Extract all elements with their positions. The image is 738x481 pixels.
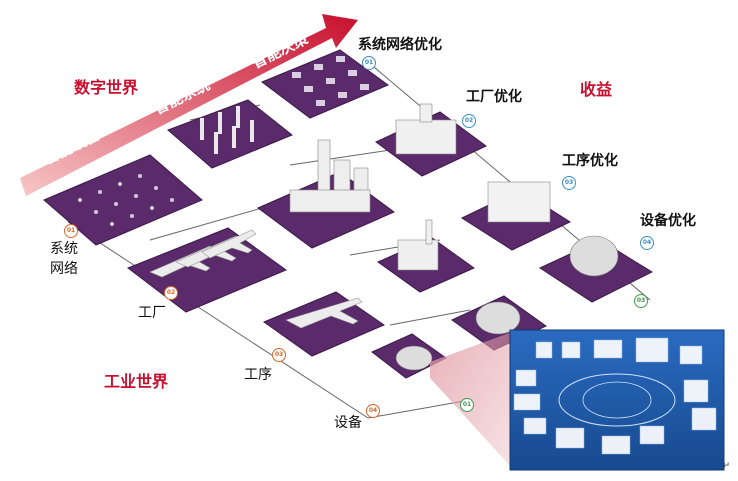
badge-left-1: 01 <box>64 224 78 238</box>
system-pillars <box>200 106 254 154</box>
left-network-label-line2: 网络 <box>50 261 78 277</box>
power-plant <box>289 139 371 213</box>
benefit-label: 收益 <box>580 80 613 99</box>
platform-network-decisions <box>260 49 390 119</box>
left-process-label: 工序 <box>244 367 272 383</box>
left-equipment-label: 设备 <box>334 415 362 431</box>
platform-network-systems <box>167 99 293 169</box>
platforms <box>43 49 654 379</box>
badge-left-2: 02 <box>164 286 178 300</box>
device-dots <box>78 174 174 226</box>
intelligence-arrow <box>20 14 358 196</box>
process-building <box>487 181 551 223</box>
badge-right-3: 03 <box>562 176 576 190</box>
airplane-fleet <box>149 229 363 329</box>
engine-dashboard <box>509 329 725 471</box>
right-network-label: 系统网络优化 <box>358 37 442 53</box>
industrial-world-label: 工业世界 <box>104 372 169 391</box>
factory-building <box>395 103 457 155</box>
digital-world-label: 数字世界 <box>74 78 139 97</box>
right-equipment-label: 设备优化 <box>640 213 696 229</box>
badge-right-4: 04 <box>640 236 654 250</box>
badge-right-2: 02 <box>462 114 476 128</box>
platform-process-airplane <box>262 291 386 357</box>
badge-left-3: 03 <box>272 348 286 362</box>
badge-bottom-2: 01 <box>460 398 474 412</box>
right-process-label: 工序优化 <box>562 153 618 169</box>
badge-left-4: 04 <box>366 404 380 418</box>
left-factory-label: 工厂 <box>138 305 166 321</box>
refinery <box>397 219 439 271</box>
badge-bottom-1: 03 <box>634 294 648 308</box>
left-network-label-line1: 系统 <box>50 241 78 257</box>
paragraph-mark: ↵ <box>722 461 730 471</box>
right-factory-label: 工厂优化 <box>466 89 522 105</box>
decision-blocks <box>292 56 369 106</box>
platform-network-devices <box>43 154 203 246</box>
engines <box>395 235 619 371</box>
badge-right-1: 01 <box>362 56 376 70</box>
